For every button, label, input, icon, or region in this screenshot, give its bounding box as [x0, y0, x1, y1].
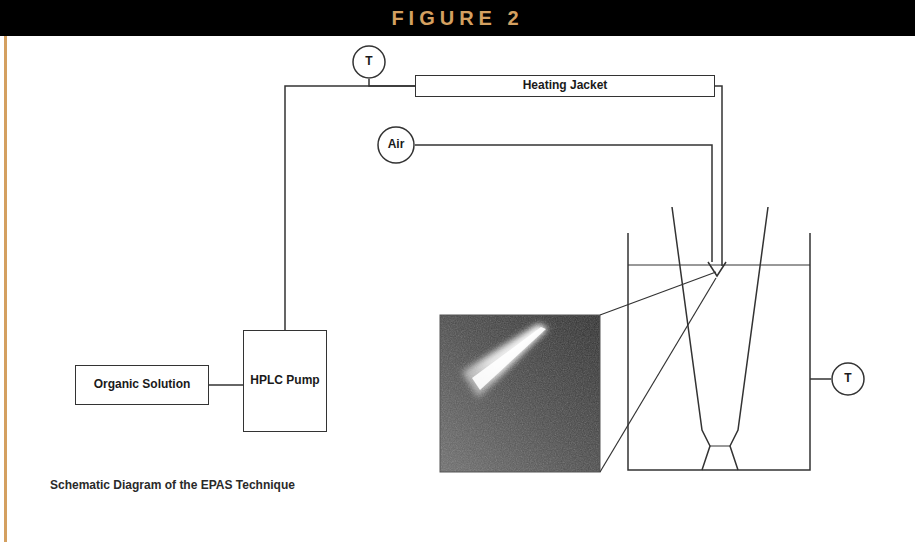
spray-photo	[440, 315, 600, 472]
air-line	[415, 145, 712, 262]
header-band	[0, 0, 915, 36]
pipe-connector	[285, 86, 415, 330]
heater-box: Heating Jacket	[415, 75, 715, 97]
circle-shape	[353, 46, 385, 78]
liquid-level	[628, 265, 810, 266]
figure-title: FIGURE 2	[0, 0, 915, 36]
node-label: T	[844, 372, 851, 385]
photo-frame	[440, 315, 600, 472]
figure-title-text: FIGURE 2	[391, 7, 523, 29]
funnel-neck	[710, 446, 730, 447]
zoom-line	[600, 278, 716, 472]
spray-core	[472, 327, 546, 390]
photo-ground	[440, 315, 600, 472]
zoom-line	[600, 272, 716, 315]
pipe-connector	[369, 79, 415, 86]
caption-text: Schematic Diagram of the EPAS Technique	[50, 478, 295, 492]
nozzle-tip	[708, 262, 726, 276]
pump-box: HPLC Pump	[243, 330, 326, 432]
air-supply-circle: Air	[377, 126, 415, 164]
node-label: Heating Jacket	[523, 79, 608, 92]
spray-plume	[462, 324, 548, 398]
process-box: Organic Solution	[75, 365, 209, 405]
node-label: T	[365, 55, 372, 68]
node-label: Organic Solution	[94, 378, 191, 391]
water-vessel	[628, 233, 810, 470]
solution-line	[715, 86, 722, 266]
temperature-gauge: T	[831, 362, 865, 396]
funnel-wall	[730, 207, 768, 470]
funnel-wall	[672, 207, 710, 470]
probe-line	[810, 378, 831, 380]
circle-shape	[378, 127, 414, 163]
pipe-connector	[209, 384, 243, 386]
temperature-gauge: T	[352, 45, 386, 79]
photo-grain	[440, 315, 600, 472]
node-label: Air	[388, 138, 405, 151]
node-label: HPLC Pump	[250, 374, 319, 387]
circle-shape	[832, 363, 864, 395]
figure-caption: Schematic Diagram of the EPAS Technique	[50, 478, 295, 492]
side-rule	[4, 36, 7, 542]
